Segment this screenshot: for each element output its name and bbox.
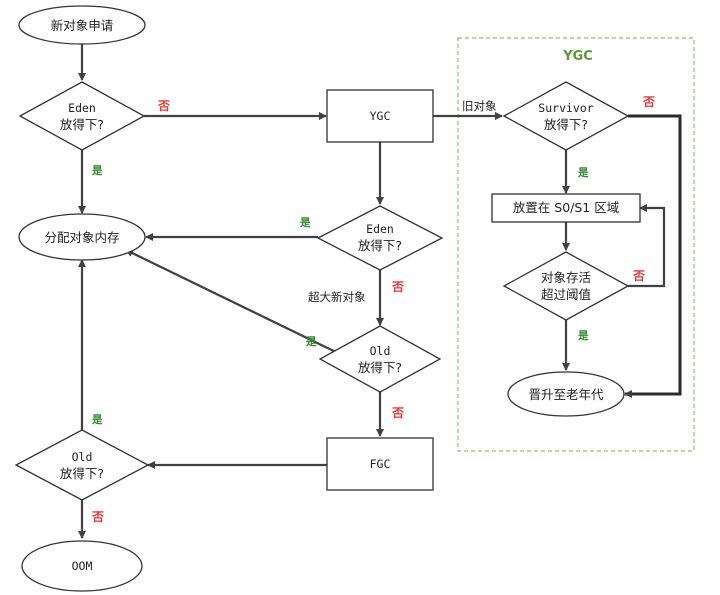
node-ygc-box-label: YGC	[370, 109, 391, 123]
node-fgc-box	[326, 437, 434, 491]
label-yes-threshold: 是	[577, 330, 589, 342]
node-eden-fit-1-line1: Eden	[68, 101, 96, 115]
label-no-eden2: 否	[391, 280, 404, 294]
label-yes-survivor: 是	[577, 167, 589, 179]
label-no-old2: 否	[91, 510, 104, 524]
node-survivor-fit-line1: Survivor	[538, 101, 593, 115]
node-old-fit-1-line1: Old	[370, 344, 391, 358]
label-large-object: 超大新对象	[308, 290, 366, 304]
node-survive-threshold	[502, 251, 630, 321]
ygc-group-title: YGC	[562, 49, 593, 64]
node-place-s0s1	[491, 193, 641, 223]
label-yes-old2: 是	[91, 414, 103, 426]
node-old-fit-1-line2: 放得下?	[358, 360, 402, 375]
label-yes-old1: 是	[305, 336, 317, 348]
edge-survivor-to-promote	[624, 114, 682, 398]
node-oom	[21, 540, 143, 592]
node-survive-threshold-line2: 超过阈值	[541, 287, 591, 302]
node-oom-label: OOM	[72, 559, 93, 573]
label-no-old1: 否	[391, 406, 404, 420]
node-place-s0s1-label: 放置在 S0/S1 区域	[513, 200, 619, 215]
edge-threshold-to-place	[628, 204, 666, 288]
node-promote-old-label: 晋升至老年代	[528, 387, 604, 402]
ygc-group-border	[457, 37, 695, 452]
node-allocate	[18, 213, 146, 261]
node-new-object	[18, 5, 146, 45]
edge-old1-to-allocate	[125, 249, 345, 357]
label-no-threshold: 否	[632, 269, 645, 283]
node-survivor-fit	[502, 81, 630, 151]
node-survivor-fit-line2: 放得下?	[544, 117, 588, 132]
node-eden-fit-1-line2: 放得下?	[60, 117, 104, 132]
node-old-fit-1	[318, 325, 442, 393]
node-allocate-label: 分配对象内存	[44, 230, 119, 245]
node-eden-fit-2	[316, 205, 444, 271]
label-no-eden1: 否	[157, 99, 170, 113]
label-yes-eden2: 是	[299, 217, 311, 229]
label-no-survivor: 否	[642, 95, 655, 109]
node-old-fit-2-line1: Old	[72, 450, 93, 464]
label-yes-eden1: 是	[91, 165, 103, 177]
node-survive-threshold-line1: 对象存活	[541, 270, 591, 285]
node-eden-fit-2-line2: 放得下?	[358, 238, 402, 253]
node-old-fit-2	[14, 429, 150, 501]
node-ygc-box	[326, 89, 434, 143]
node-eden-fit-2-line1: Eden	[366, 222, 394, 236]
label-old-object: 旧对象	[462, 99, 497, 113]
node-fgc-box-label: FGC	[370, 457, 391, 471]
node-new-object-label: 新对象申请	[51, 18, 114, 33]
node-promote-old	[507, 371, 625, 417]
node-old-fit-2-line2: 放得下?	[60, 466, 104, 481]
node-eden-fit-1	[18, 81, 146, 151]
